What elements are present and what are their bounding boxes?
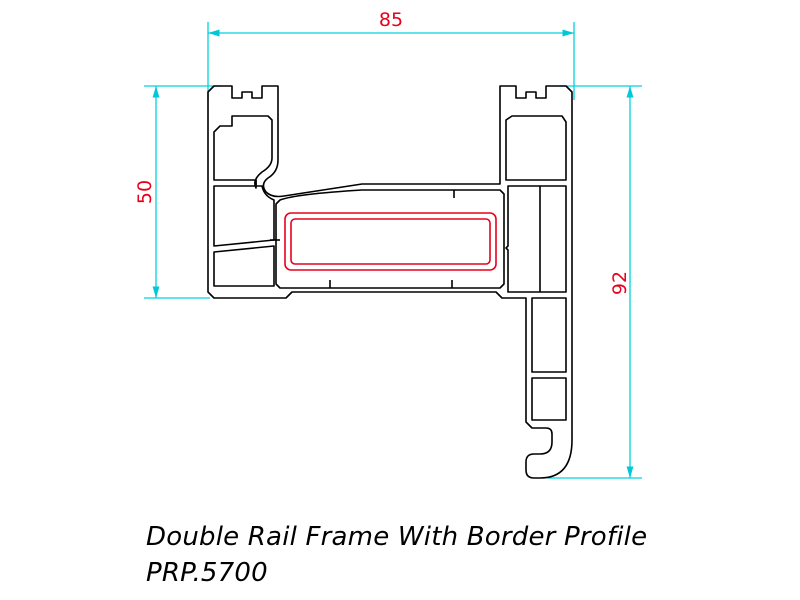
profile-inner-left-top: [213, 115, 273, 189]
profile-outer-outline: [207, 85, 573, 479]
dimension-total-height: [548, 85, 642, 479]
profile-central-cavity: [275, 189, 505, 289]
profile-chamber-left-mid: [213, 185, 275, 247]
profile-flange-chamber-upper: [531, 297, 567, 373]
profile-section: [207, 85, 573, 479]
dimension-rail-height: [144, 85, 222, 299]
profile-chamber-right-mid: [505, 185, 567, 293]
dimension-rail-height-label: 50: [134, 180, 156, 204]
profile-chamber-left-bottom: [213, 245, 275, 287]
dimension-total-height-label: 92: [609, 271, 631, 295]
dimension-width: [207, 22, 575, 100]
dimension-width-label: 85: [379, 9, 403, 31]
profile-flange-chamber-lower: [531, 377, 567, 421]
profile-inner-right-top: [505, 115, 567, 181]
caption-code: PRP.5700: [146, 558, 268, 588]
caption-title: Double Rail Frame With Border Profile: [146, 522, 648, 552]
steel-reinforcement: [284, 212, 497, 271]
